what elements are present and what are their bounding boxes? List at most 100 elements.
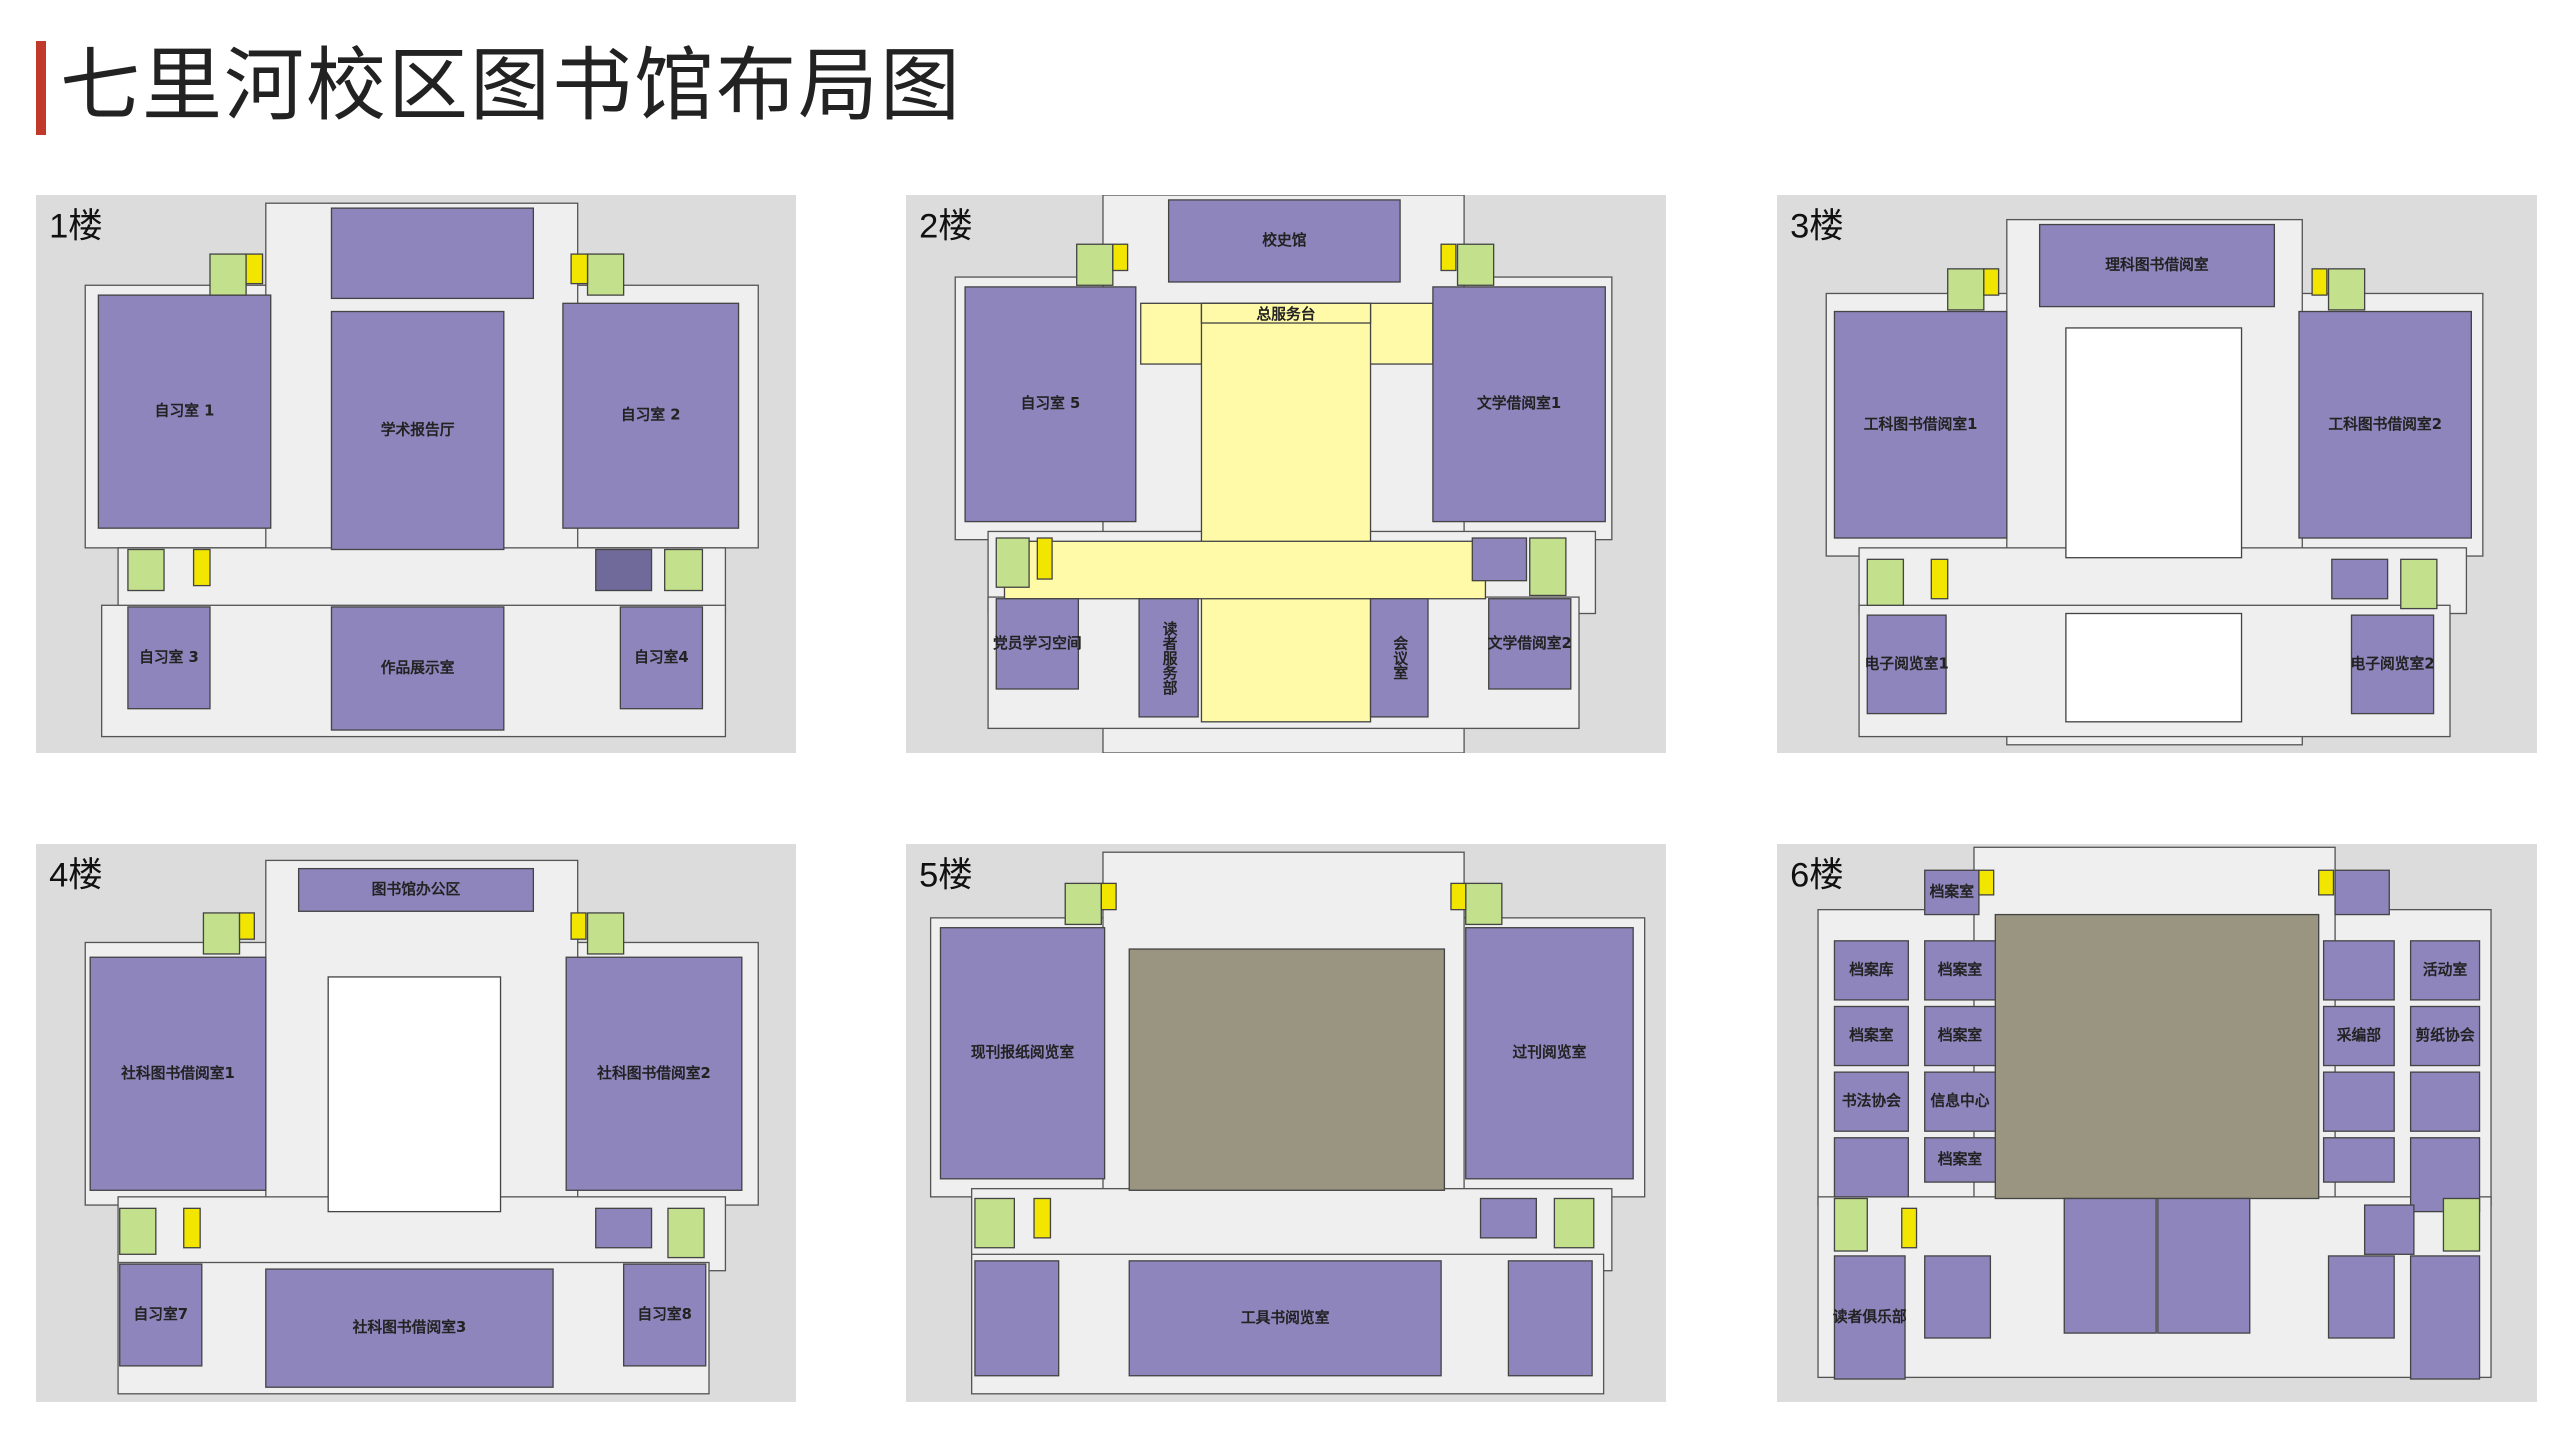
room (127, 606, 211, 710)
room (330, 310, 505, 551)
room (2065, 612, 2243, 723)
room-label: 文学借阅室1 (1477, 394, 1561, 412)
room (1833, 940, 1909, 1001)
room (1471, 537, 1528, 582)
atrium-area (1128, 948, 1446, 1191)
room (1924, 869, 1980, 916)
room (2350, 614, 2435, 715)
room-label: 自习室 3 (139, 648, 199, 666)
room (327, 976, 502, 1213)
floor-6-plan: 档案室档案库档案室书法协会档案室档案室信息中心档案室采编部活动室剪纸协会读者俱乐… (1777, 844, 2537, 1402)
room (330, 606, 505, 731)
stairs-icon (664, 548, 704, 592)
room (2322, 940, 2395, 1001)
stairs-icon (1076, 243, 1114, 286)
room (89, 956, 267, 1191)
room (2409, 1005, 2481, 1067)
room (1924, 1071, 1996, 1132)
room (622, 1263, 707, 1367)
stairs-icon (1465, 882, 1503, 926)
room (2322, 1071, 2395, 1132)
room (1128, 1260, 1442, 1377)
floor-label: 1楼 (49, 208, 103, 246)
stairs-icon (586, 912, 625, 955)
stairs-icon (1833, 1197, 1868, 1252)
stairs-icon (1947, 268, 1985, 311)
room (265, 1268, 554, 1388)
room-label: 理科图书借阅室 (2105, 256, 2209, 274)
room-label: 自习室8 (637, 1305, 692, 1323)
room (562, 302, 740, 529)
room-label: 档案库 (1849, 960, 1894, 978)
stairs-icon (202, 912, 241, 955)
room (1924, 1137, 1996, 1183)
room-label: 文学借阅室2 (1488, 634, 1572, 652)
elevator-icon (570, 253, 589, 285)
stairs-icon (2327, 268, 2366, 311)
room (995, 598, 1080, 690)
stairs-icon (586, 253, 625, 296)
room (1924, 1005, 1996, 1067)
room (964, 286, 1137, 523)
lobby-area (1200, 302, 1372, 723)
room (939, 927, 1106, 1180)
room-label: 社科图书借阅室3 (352, 1318, 467, 1336)
room-label: 自习室 2 (621, 406, 681, 424)
room (1138, 598, 1199, 718)
room (2363, 1204, 2415, 1255)
lobby-area (1003, 540, 1487, 600)
elevator-icon (1450, 882, 1467, 911)
room (1465, 927, 1634, 1180)
elevator-icon (2318, 869, 2335, 896)
room-label: 档案室 (1930, 882, 1975, 900)
room (2063, 1197, 2157, 1334)
room-label: 社科图书借阅室2 (596, 1064, 711, 1082)
room (2157, 1197, 2251, 1334)
room-label: 党员学习空间 (993, 634, 1082, 652)
page-title: 七里河校区图书馆布局图 (60, 39, 962, 132)
room-label: 采编部 (2336, 1026, 2382, 1044)
room (1488, 598, 1572, 690)
room (2327, 1255, 2395, 1339)
room-label: 读者俱乐部 (1833, 1307, 1907, 1325)
room (1833, 1071, 1909, 1132)
floor-label: 6楼 (1790, 857, 1844, 895)
room (1479, 1197, 1537, 1239)
room (2409, 1255, 2481, 1380)
room (2065, 327, 2243, 559)
elevator-icon (1440, 243, 1457, 272)
room (297, 867, 535, 912)
room-label: 信息中心 (1930, 1092, 1989, 1110)
floor-label: 4楼 (49, 857, 103, 895)
room (1833, 1255, 1906, 1380)
room (1924, 940, 1996, 1001)
stairs-icon (667, 1207, 705, 1259)
room (1369, 598, 1429, 718)
floor-label: 5楼 (919, 857, 973, 895)
room (1833, 1005, 1909, 1067)
room (330, 207, 535, 300)
room (619, 606, 704, 710)
floor-plan-svg: 档案室档案库档案室书法协会档案室档案室信息中心档案室采编部活动室剪纸协会读者俱乐… (1777, 844, 2537, 1402)
stairs-icon (1553, 1197, 1595, 1249)
room-label: 档案室 (1938, 1026, 1983, 1044)
room-label: 过刊阅览室 (1513, 1043, 1587, 1061)
elevator-icon (1983, 268, 2000, 296)
elevator-icon (1100, 882, 1117, 911)
floor-label: 3楼 (1790, 208, 1844, 246)
room (1833, 1137, 1909, 1198)
room-label: 活动室 (2423, 960, 2468, 978)
elevator-icon (1978, 869, 1995, 896)
floor-plan-svg: 现刊报纸阅览室过刊阅览室工具书阅览室5楼 (906, 844, 1666, 1402)
room-label: 书法协会 (1842, 1092, 1901, 1110)
room (2322, 1137, 2395, 1183)
room (565, 956, 743, 1191)
room-label: 电子阅览室2 (2350, 654, 2434, 672)
room (2334, 869, 2390, 916)
